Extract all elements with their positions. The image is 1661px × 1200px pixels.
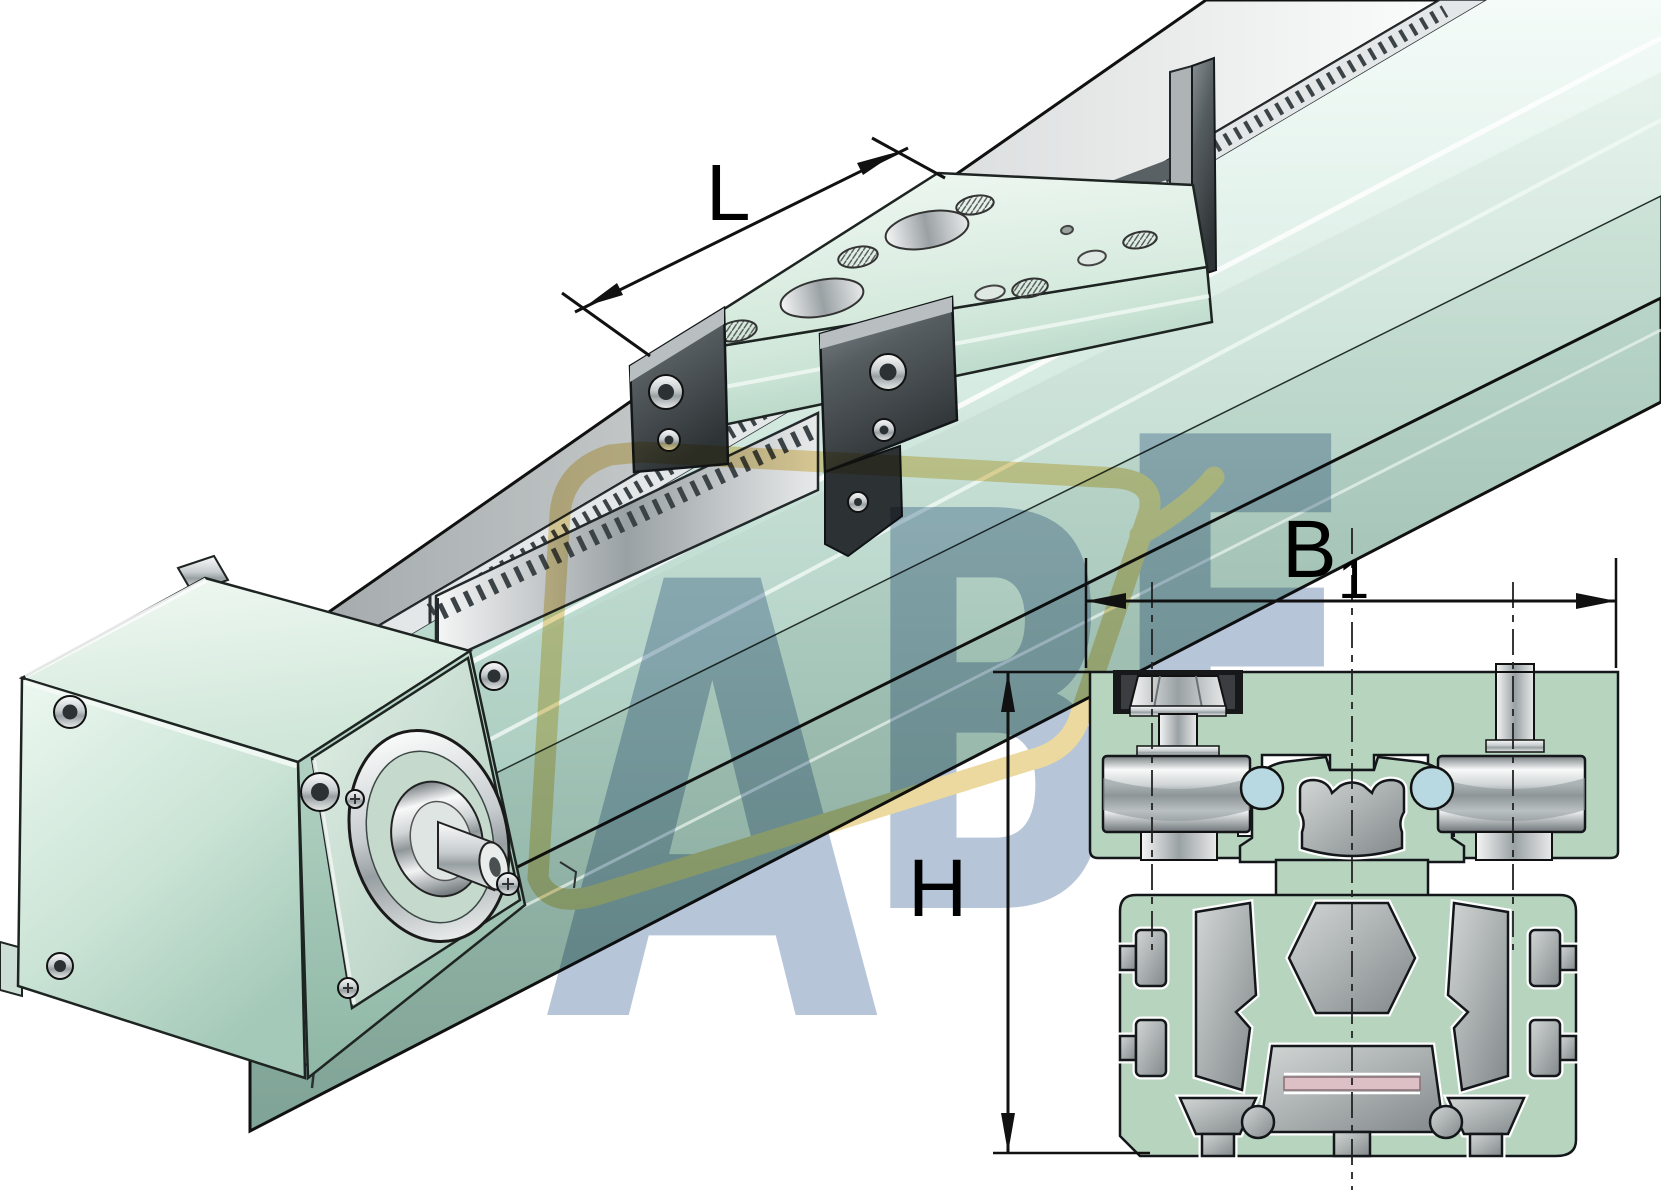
l-label: L	[706, 148, 751, 237]
t-slot	[1118, 1034, 1138, 1062]
carriage-threaded-holes	[716, 194, 1158, 343]
flange-screws	[300, 661, 520, 999]
arrowhead	[586, 283, 623, 306]
arrowhead	[857, 152, 897, 175]
t-slot	[1558, 944, 1578, 972]
motor-lug	[0, 940, 23, 998]
cross-section-view: B 1 H	[908, 504, 1620, 1190]
roller-left	[1101, 670, 1252, 861]
rail-mid-face	[250, 72, 1661, 895]
watermark-letter-a: A	[545, 460, 882, 1158]
bottom-slot	[1178, 1096, 1258, 1136]
extension-line	[561, 291, 651, 358]
arrowhead	[1001, 672, 1015, 712]
t-slot	[1558, 1034, 1578, 1062]
centerlines	[1151, 528, 1514, 1190]
b1-label: B	[1282, 504, 1337, 595]
guide-rod-left	[1239, 765, 1285, 811]
watermark-loop	[527, 441, 1161, 910]
h-label: H	[908, 843, 967, 934]
extension-line	[871, 136, 946, 180]
carriage-small-holes	[974, 224, 1107, 302]
b1-subscript: 1	[1338, 547, 1369, 610]
watermark-slash	[1129, 466, 1225, 546]
t-slot	[1118, 944, 1138, 972]
roller-stud	[1495, 663, 1535, 745]
motor-flange	[300, 655, 522, 1011]
carriage-unit	[628, 56, 1218, 558]
watermark-frame	[527, 441, 1225, 910]
motor-unit	[0, 554, 527, 1081]
motor-front-face	[16, 676, 307, 1080]
profile-notch	[559, 861, 578, 889]
dimension-b1	[1084, 558, 1618, 668]
dimension-l	[561, 136, 946, 358]
roller-hub	[1475, 831, 1553, 861]
eccentric-hex-nut	[1128, 675, 1228, 709]
arrowhead	[1576, 593, 1616, 609]
roller-right	[1436, 663, 1587, 861]
side-cavity-left	[1194, 901, 1258, 1092]
arrowhead	[1001, 1113, 1015, 1153]
carriage-access-holes	[779, 209, 970, 319]
dimension-h	[993, 670, 1150, 1155]
arrowhead	[1086, 593, 1126, 609]
roller-hub	[1140, 831, 1218, 861]
guide-rod-right	[1409, 765, 1455, 811]
side-cavity-right	[1446, 901, 1510, 1092]
rail-bottom-face	[248, 296, 1661, 1134]
dimension-line	[574, 146, 909, 314]
